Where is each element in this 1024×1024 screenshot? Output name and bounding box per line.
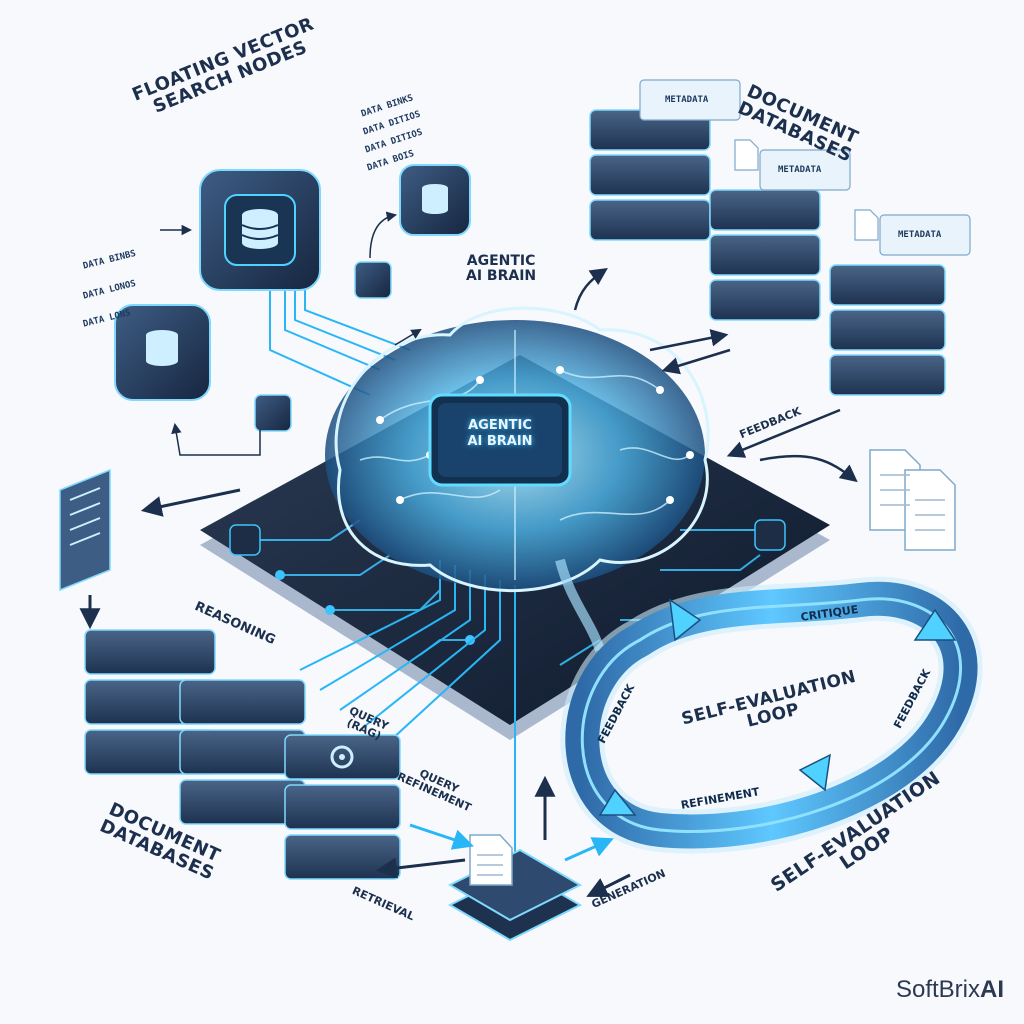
vector-node-large[interactable] xyxy=(199,169,321,291)
vector-node-left[interactable] xyxy=(114,304,211,401)
agentic-brain xyxy=(325,306,710,652)
board-chip-left xyxy=(229,524,261,556)
metadata-label-3: METADATA xyxy=(898,230,942,240)
metadata-label-2: METADATA xyxy=(778,165,822,175)
brand-logo: SoftBrixAI xyxy=(896,976,1004,1004)
mini-node-top[interactable] xyxy=(354,261,392,299)
database-icon xyxy=(146,330,178,366)
mini-node-left[interactable] xyxy=(254,394,292,432)
server-stack-bottom-3[interactable] xyxy=(284,734,401,880)
database-icon xyxy=(422,184,448,214)
generation-node[interactable] xyxy=(447,834,583,942)
metadata-card-1 xyxy=(639,79,741,121)
vector-connector-arrows xyxy=(160,211,422,456)
file-icon xyxy=(734,139,879,241)
metadata-label-1: METADATA xyxy=(665,95,709,105)
server-stack-top-1[interactable] xyxy=(589,109,711,241)
arrow-to-tablet xyxy=(140,488,241,517)
metadata-card-2 xyxy=(759,149,851,191)
gear-icon xyxy=(330,745,354,769)
brain-db-arrows xyxy=(573,268,858,483)
document-icon xyxy=(469,834,513,886)
loop-arrowhead-inner xyxy=(798,753,831,792)
server-stack-top-2[interactable] xyxy=(709,189,821,321)
loop-arrowhead-left xyxy=(598,788,637,816)
vector-node-lines xyxy=(269,290,411,396)
brain-title-label: AGENTIC AI BRAIN xyxy=(466,253,537,284)
generation-arrows xyxy=(375,775,631,897)
brand-suffix: AI xyxy=(980,976,1004,1003)
brand-name: SoftBrix xyxy=(895,976,980,1003)
brain-chip-label: AGENTIC AI BRAIN xyxy=(467,418,533,450)
document-pages-icon xyxy=(869,449,956,551)
loop-arrowhead-right xyxy=(913,608,957,641)
vector-node-small-top[interactable] xyxy=(399,164,471,236)
server-stack-top-3[interactable] xyxy=(829,264,946,396)
loop-arrowhead-top xyxy=(669,598,702,642)
metadata-card-3 xyxy=(879,214,971,256)
self-evaluation-loop xyxy=(560,576,983,854)
database-icon xyxy=(241,209,279,249)
document-tablet xyxy=(59,468,111,592)
board-db-chip xyxy=(754,519,786,551)
server-stack-bottom-2[interactable] xyxy=(179,679,306,825)
